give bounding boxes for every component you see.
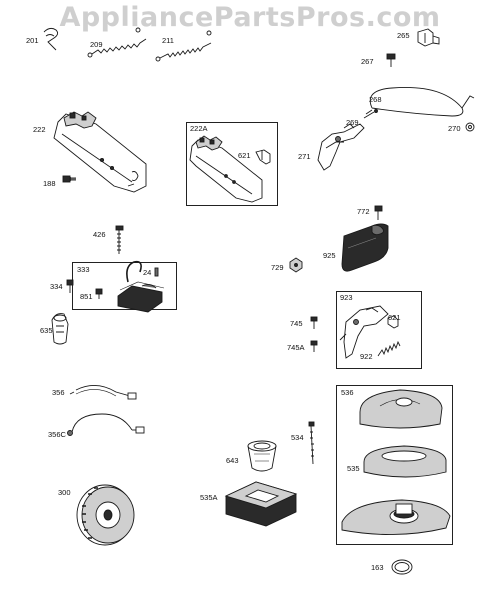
part-267-screw [386,53,396,67]
part-745A-screw [310,340,318,352]
label-851: 851 [80,292,93,301]
part-269-pin [363,109,378,119]
group-box-923 [336,291,422,369]
label-209: 209 [90,40,103,49]
part-163-gasket [391,559,413,575]
part-925-air-guide [341,223,389,272]
part-426-screw [115,225,124,254]
label-333: 333 [77,265,90,274]
label-24: 24 [143,268,152,277]
part-534-screw [308,421,315,465]
label-535: 535 [347,464,360,473]
part-222A-bracket [189,135,263,203]
group-box-222A [186,122,278,206]
label-536: 536 [341,388,354,397]
label-635: 635 [40,326,53,335]
watermark: AppliancePartsPros.com [59,2,441,33]
label-534: 534 [291,433,304,442]
label-356: 356 [52,388,65,397]
part-621-clip-b [387,315,399,329]
part-356C-wire [67,413,145,436]
label-334: 334 [50,282,63,291]
part-643-cup [247,440,277,472]
label-925: 925 [323,251,336,260]
label-729: 729 [271,263,284,272]
label-265: 265 [397,31,410,40]
label-745: 745 [290,319,303,328]
label-163: 163 [371,563,384,572]
group-box-333 [72,262,177,310]
label-621-b: 621 [388,313,401,322]
group-box-536 [336,385,453,545]
part-922-spring [377,340,401,357]
part-265-clip [417,28,440,47]
part-209-spring [87,27,147,58]
part-334-screw [66,279,74,293]
part-621-clip-a [255,149,271,165]
label-269: 269 [346,118,359,127]
label-222A: 222A [190,124,208,133]
label-222: 222 [33,125,46,134]
part-201-spring-clip [43,27,59,51]
part-271-bracket [317,123,365,171]
part-300-flywheel [76,484,135,546]
part-851-screw [95,288,103,299]
part-268-cable [365,87,475,117]
label-271: 271 [298,152,311,161]
label-922: 922 [360,352,373,361]
label-267: 267 [361,57,374,66]
part-923-throttle [339,305,389,359]
part-729-grommet [289,257,303,273]
label-356C: 356C [48,430,66,439]
part-222-bracket [53,111,147,193]
label-535A: 535A [200,493,218,502]
label-188: 188 [43,179,56,188]
part-772-screw [374,205,383,220]
label-426: 426 [93,230,106,239]
label-621-a: 621 [238,151,251,160]
part-24-pin [154,267,159,277]
part-536-base [341,499,451,535]
part-536-cover [359,389,443,429]
label-772: 772 [357,207,370,216]
part-211-spring [155,30,212,62]
part-535-filter [363,445,447,478]
label-643: 643 [226,456,239,465]
part-333-ignition-armature [117,260,165,313]
label-201: 201 [26,36,39,45]
part-535A-air-filter [224,481,298,527]
label-300: 300 [58,488,71,497]
part-356-wire [69,385,137,400]
label-270: 270 [448,124,461,133]
part-270-nut [465,122,475,132]
part-635-boot [51,313,69,345]
label-211: 211 [162,36,174,45]
label-745A: 745A [287,343,305,352]
label-268: 268 [369,95,382,104]
label-923: 923 [340,293,353,302]
part-745-screw [310,316,318,329]
part-188-bolt [62,175,76,183]
